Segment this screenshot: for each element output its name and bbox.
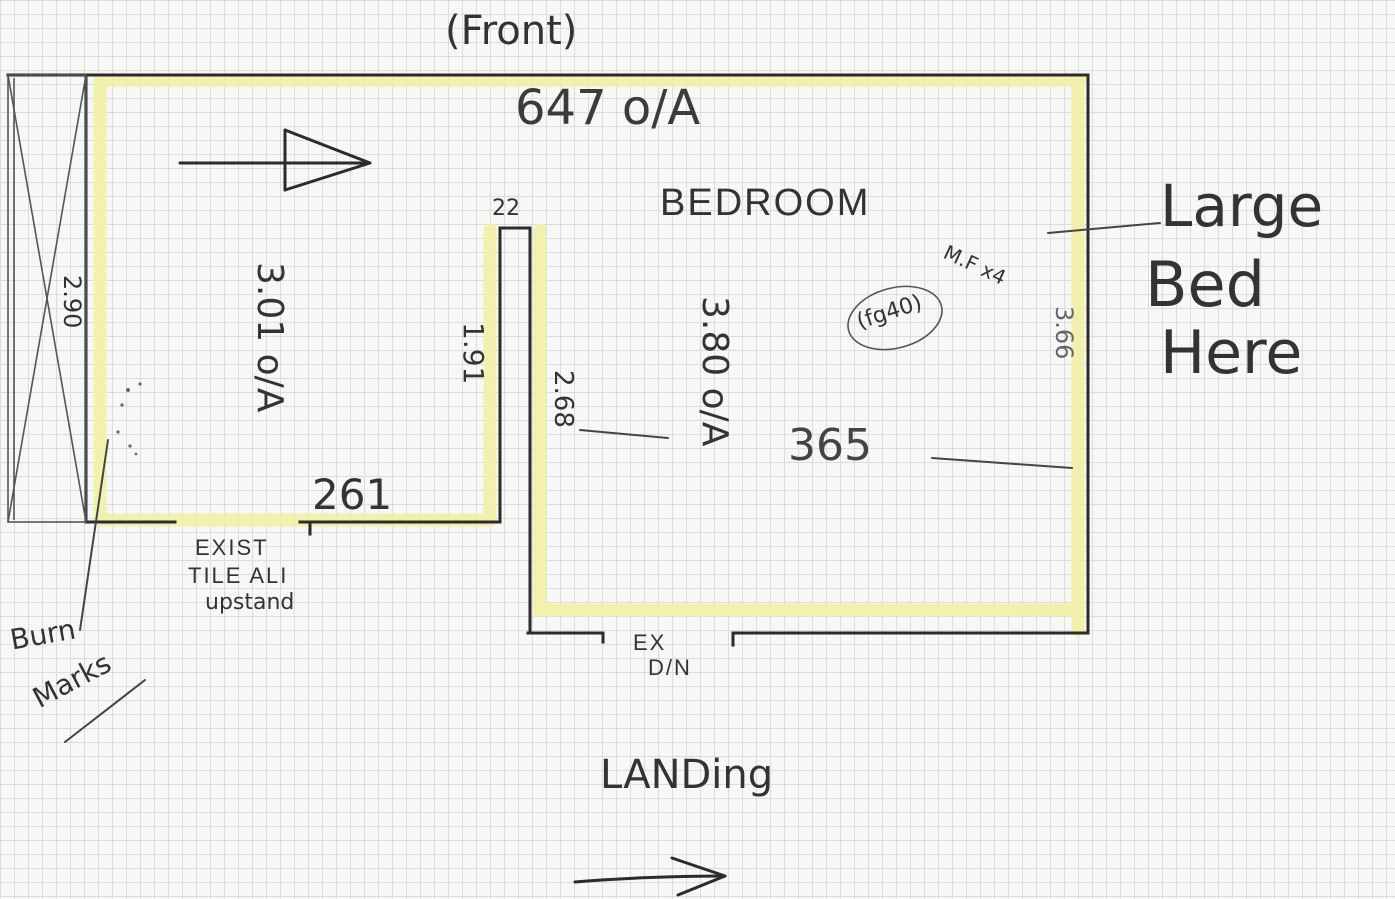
walls: [6, 73, 1090, 647]
large-bed-note-line1: Large: [1160, 172, 1324, 240]
left-room-dim: 3.01 o/A: [249, 262, 290, 413]
partition-width-dim: 22: [492, 196, 520, 221]
exist-note-line1: EXIST: [195, 535, 269, 560]
door-label-line2: D/N: [648, 655, 692, 680]
bedroom-depth-dim: 3.80 o/A: [694, 296, 735, 447]
large-bed-note-line3: Here: [1160, 318, 1303, 388]
exist-note-line3: upstand: [205, 590, 295, 615]
top-arrow: [178, 128, 372, 192]
large-bed-note-line2: Bed: [1145, 248, 1266, 321]
door-label-line1: EX: [633, 630, 667, 655]
bedroom-width-dim: 365: [788, 420, 872, 471]
burn-dots: [116, 382, 142, 456]
crossed-box: [7, 74, 87, 523]
bedroom-label: BEDROOM: [660, 182, 871, 224]
bottom-arrow: [573, 856, 727, 897]
passage-dim: 2.68: [548, 370, 578, 428]
leader-lines: [64, 222, 1161, 743]
fg40-circle: [847, 285, 943, 351]
front-label: (Front): [445, 8, 578, 54]
highlight-strokes: [93, 73, 1087, 637]
landing-label: LANDing: [600, 752, 774, 798]
partition-length-dim: 1.91: [457, 322, 490, 385]
exist-note-line2: TILE ALI: [188, 563, 289, 588]
left-room-width-dim: 261: [312, 470, 393, 519]
right-side-dim: 3.66: [1050, 306, 1078, 360]
left-side-dim: 2.90: [58, 275, 86, 329]
overall-width-dim: 647 o/A: [515, 80, 701, 136]
